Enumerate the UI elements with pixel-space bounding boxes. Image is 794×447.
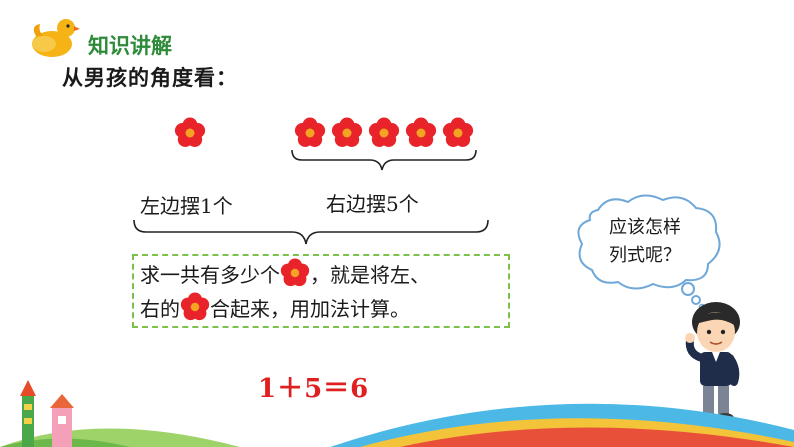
tower-decoration [20, 380, 74, 447]
perspective-heading: 从男孩的角度看： [62, 66, 238, 90]
thought-bubble [577, 194, 721, 310]
bird-logo-icon [32, 19, 80, 57]
explanation-line-1: 求一共有多少个 ，就是将左、 [140, 258, 430, 288]
explanation-line-2: 右的 合起来，用加法计算。 [140, 292, 410, 322]
left-count-label: 左边摆1个 [140, 194, 233, 218]
flower-right-1 [294, 117, 326, 147]
combine-brace [133, 219, 489, 245]
flower-left-1 [174, 117, 206, 147]
right-count-label: 右边摆5个 [326, 192, 419, 216]
section-title: 知识讲解 [88, 34, 172, 58]
flower-right-3 [368, 117, 400, 147]
ground-decoration [0, 403, 794, 447]
flower-right-4 [405, 117, 437, 147]
flower-right-2 [331, 117, 363, 147]
thought-bubble-text: 应该怎样 列式呢？ [609, 217, 681, 266]
flower-icon [180, 292, 210, 321]
equation: 1＋5＝6 [258, 374, 370, 404]
flower-right-5 [442, 117, 474, 147]
explanation-box: 求一共有多少个 ，就是将左、 右的 合起来，用加法计算。 [132, 254, 510, 328]
flowers-illustration [174, 117, 477, 171]
flower-icon [280, 258, 310, 287]
